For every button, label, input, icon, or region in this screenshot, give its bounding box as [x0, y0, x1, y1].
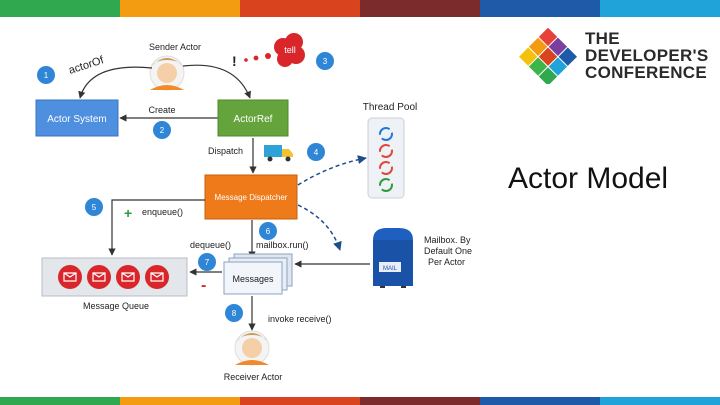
step-badge: 3	[316, 52, 334, 70]
bottom-color-bar	[0, 397, 720, 405]
bar-segment	[360, 397, 480, 405]
actor-system-box	[35, 99, 119, 137]
step-badge: 8	[225, 304, 243, 322]
bar-segment	[480, 397, 600, 405]
svg-text:7: 7	[205, 258, 210, 267]
mailbox-note-line: Per Actor	[428, 257, 465, 267]
bar-segment	[120, 0, 240, 17]
logo-line: DEVELOPER'S	[585, 46, 709, 65]
mailbox-label: MAIL	[383, 266, 398, 272]
bar-segment	[240, 397, 360, 405]
dequeue-label: dequeue()	[190, 240, 231, 250]
actor-ref-label: ActorRef	[234, 114, 273, 125]
svg-text:4: 4	[314, 148, 319, 157]
refresh-icon	[379, 178, 393, 192]
receiver-actor-label: Receiver Actor	[224, 372, 283, 382]
refresh-icon	[379, 161, 393, 175]
top-color-bar	[0, 0, 720, 17]
message-dispatcher-label: Message Dispatcher	[215, 193, 288, 202]
logo-text: THE DEVELOPER'S CONFERENCE	[585, 30, 709, 81]
enqueue-arrow	[108, 199, 205, 256]
minus-icon: -	[201, 277, 206, 294]
tell-dots-icon	[244, 53, 271, 62]
step-badge: 2	[153, 121, 171, 139]
step-badge: 7	[198, 253, 216, 271]
bar-segment	[240, 0, 360, 17]
svg-text:2: 2	[160, 126, 165, 135]
queued-mail-icons	[58, 265, 169, 289]
receiver-actor-avatar	[234, 330, 270, 366]
actor-of-arrow	[78, 66, 153, 99]
actor-ref-box	[217, 99, 289, 137]
sender-actor-avatar	[149, 55, 185, 91]
slide-title: Actor Model	[508, 162, 669, 195]
enqueue-label: enqueue()	[142, 207, 183, 217]
bar-segment	[480, 0, 600, 17]
conference-logo-icon	[519, 28, 577, 84]
bar-segment	[600, 397, 720, 405]
create-label: Create	[148, 105, 175, 115]
dispatch-label: Dispatch	[208, 146, 243, 156]
mailbox-dispatch-link	[297, 204, 342, 251]
message-queue-label: Message Queue	[83, 301, 149, 311]
thread-pool-link	[297, 155, 367, 186]
plus-icon: +	[124, 205, 132, 221]
svg-text:5: 5	[92, 203, 97, 212]
mailbox-run-label: mailbox.run()	[256, 240, 309, 250]
bar-segment	[0, 0, 120, 17]
message-dispatcher-box	[204, 174, 298, 220]
messages-stack: Messages	[223, 253, 293, 295]
step-badge: 5	[85, 198, 103, 216]
actor-system-label: Actor System	[47, 114, 106, 125]
thread-pool-icons	[379, 127, 393, 192]
svg-text:8: 8	[232, 309, 237, 318]
logo-line: CONFERENCE	[585, 63, 708, 82]
mailbox-note-line: Default One	[424, 246, 472, 256]
tell-bubble: tell	[274, 33, 305, 67]
refresh-icon	[379, 144, 393, 158]
bar-segment	[360, 0, 480, 17]
bar-segment	[120, 397, 240, 405]
invoke-receive-label: invoke receive()	[268, 314, 332, 324]
delivery-truck-icon	[264, 145, 293, 162]
refresh-icon	[379, 127, 393, 141]
step-badge: 1	[37, 66, 55, 84]
tell-label: tell	[284, 45, 296, 55]
bar-segment	[0, 397, 120, 405]
step-badge: 6	[259, 222, 277, 240]
logo-line: THE	[585, 29, 620, 48]
mailbox-icon: MAIL	[373, 228, 413, 288]
sender-actor-label: Sender Actor	[149, 42, 201, 52]
bar-segment	[600, 0, 720, 17]
step-badge: 4	[307, 143, 325, 161]
tell-arrow	[182, 64, 251, 99]
svg-text:6: 6	[266, 227, 271, 236]
exclamation-mark: !	[232, 53, 237, 69]
thread-pool-label: Thread Pool	[363, 102, 417, 113]
messages-label: Messages	[232, 274, 274, 284]
svg-text:3: 3	[323, 57, 328, 66]
mailbox-note-line: Mailbox. By	[424, 235, 471, 245]
svg-text:1: 1	[44, 71, 49, 80]
